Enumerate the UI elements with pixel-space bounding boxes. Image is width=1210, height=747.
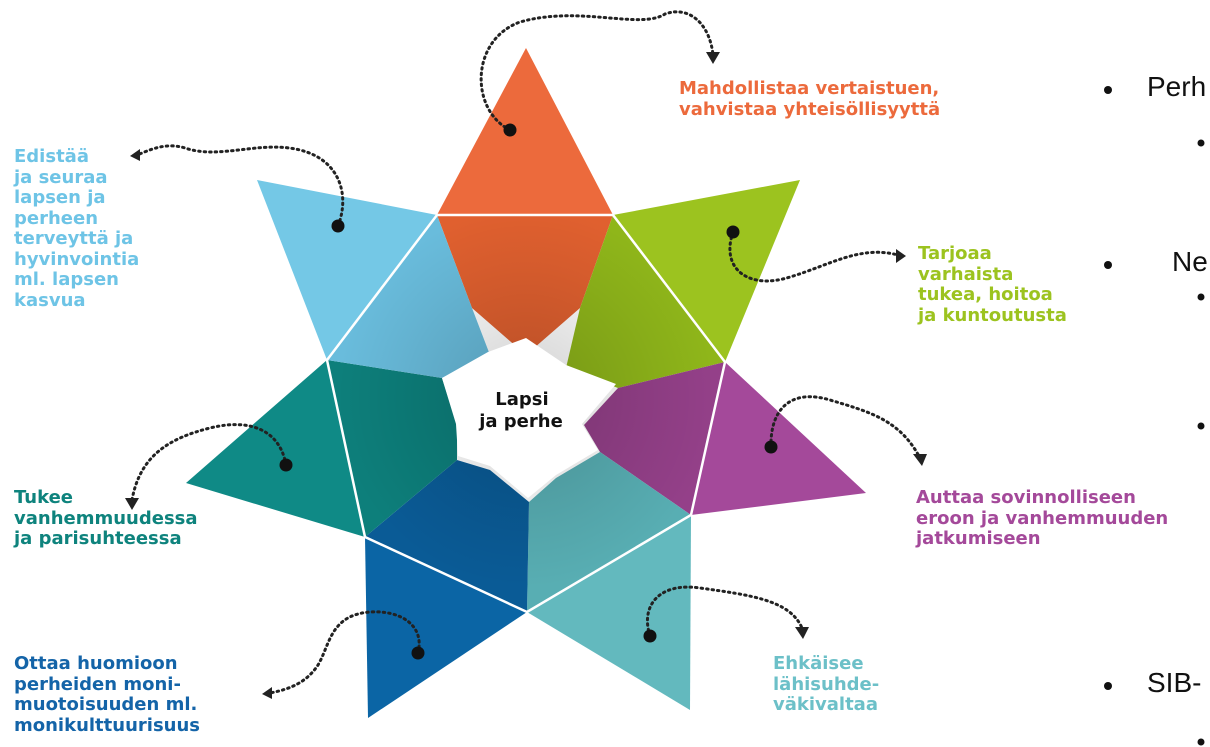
label-top-line: Mahdollistaa vertaistuen, <box>679 78 940 99</box>
label-upper-right-line: ja kuntoutusta <box>918 304 1067 326</box>
center-area <box>442 338 616 498</box>
label-lower-right-line: eroon ja vanhemmuuden <box>916 507 1169 529</box>
bullet-sub-marker-1 <box>1197 139 1205 147</box>
bullet-marker-2 <box>1104 261 1112 269</box>
bullet-sub-marker-4 <box>1197 738 1205 746</box>
arrow-head-top <box>706 52 720 64</box>
label-bottom-right-line: Ehkäisee <box>773 653 864 674</box>
star-point-upper-right <box>613 180 800 362</box>
connector-bottom-right <box>645 585 804 638</box>
star-point-top-shape <box>437 48 613 215</box>
label-lower-right: Auttaa sovinnolliseen eroon ja vanhemmuu… <box>916 487 1169 550</box>
arrow-head-lower-left <box>125 498 139 510</box>
label-upper-left-line: lapsen ja <box>14 187 106 208</box>
star-point-lower-right <box>691 362 866 515</box>
label-lower-right-line: jatkumiseen <box>916 528 1041 549</box>
center-label-line-2: ja perhe <box>478 411 563 432</box>
star-point-bottom-left <box>365 537 527 718</box>
bullet-markers <box>1104 86 1205 746</box>
label-lower-left-line: vanhemmuudessa <box>14 507 198 529</box>
label-bottom-left: Ottaa huomioon perheiden moni- muotoisuu… <box>14 653 201 736</box>
bullet-text-1: Perh <box>1147 71 1207 102</box>
label-upper-left-line: ja seuraa <box>14 166 108 188</box>
label-bottom-right-line: väkivaltaa <box>773 694 878 715</box>
label-upper-right-line: varhaista <box>918 263 1014 285</box>
connector-bottom-left <box>268 610 421 695</box>
label-upper-left-line: ml. lapsen <box>14 269 119 290</box>
dot-upper-right <box>726 225 740 239</box>
label-upper-left: Edistää ja seuraa lapsen ja perheen terv… <box>14 146 140 311</box>
label-top-line: vahvistaa yhteisöllisyyttä <box>679 98 941 120</box>
star-point-bottom-left-shape <box>365 537 527 718</box>
label-upper-right-line: Tarjoaa <box>918 243 992 264</box>
label-bottom-right-line: lähisuhde- <box>773 673 880 695</box>
connector-lower-left <box>130 423 288 502</box>
star-point-bottom-right-shape <box>527 515 691 710</box>
star-point-upper-left-shape <box>257 180 437 360</box>
dot-bottom-left <box>411 646 425 660</box>
center-label-line-1: Lapsi <box>495 389 548 410</box>
connector-dots <box>279 123 778 660</box>
star-point-lower-left <box>186 360 365 537</box>
bullet-marker-3 <box>1104 682 1112 690</box>
label-lower-left-line: Tukee <box>14 487 74 508</box>
bullet-sub-marker-3 <box>1197 422 1205 430</box>
arrow-head-bottom-left <box>262 687 272 699</box>
star-point-upper-left <box>257 180 437 360</box>
bullet-text-3: SIB- <box>1147 667 1202 698</box>
dot-upper-left <box>331 219 345 233</box>
star-point-top <box>437 48 613 215</box>
star-point-upper-right-shape <box>613 180 800 362</box>
label-upper-right-line: tukea, hoitoa <box>918 284 1053 305</box>
label-upper-left-line: perheen <box>14 207 99 229</box>
star-point-bottom-right <box>527 515 691 710</box>
dot-lower-left <box>279 458 293 472</box>
label-upper-left-line: hyvinvointia <box>14 248 140 270</box>
label-lower-left-line: ja parisuhteessa <box>14 528 182 549</box>
bullet-marker-1 <box>1104 86 1112 94</box>
connectors <box>130 10 922 695</box>
label-lower-left: Tukee vanhemmuudessa ja parisuhteessa <box>14 487 198 550</box>
arrow-head-upper-right <box>896 249 906 263</box>
arrow-heads <box>125 52 927 699</box>
label-bottom-right: Ehkäisee lähisuhde- väkivaltaa <box>773 653 880 716</box>
arrow-head-lower-right <box>913 454 927 466</box>
label-bottom-left-line: monikulttuurisuus <box>14 714 201 736</box>
label-bottom-left-line: muotoisuuden ml. <box>14 694 198 715</box>
dot-lower-right <box>764 440 778 454</box>
label-top: Mahdollistaa vertaistuen, vahvistaa yhte… <box>679 78 941 120</box>
label-upper-left-line: terveyttä ja <box>14 228 134 249</box>
arrow-head-upper-left <box>130 149 140 161</box>
star-point-lower-right-shape <box>691 362 866 515</box>
connector-upper-left <box>135 144 345 228</box>
label-bottom-left-line: perheiden moni- <box>14 673 181 695</box>
dot-top <box>503 123 517 137</box>
bullet-sub-marker-2 <box>1197 293 1205 301</box>
label-lower-right-line: Auttaa sovinnolliseen <box>916 487 1136 508</box>
bullet-text-2: Ne <box>1172 246 1208 277</box>
connector-lower-right <box>769 395 922 460</box>
arrow-head-bottom-right <box>795 627 809 639</box>
dot-bottom-right <box>643 629 657 643</box>
label-upper-left-line: Edistää <box>14 146 89 167</box>
label-bottom-left-line: Ottaa huomioon <box>14 653 178 674</box>
label-upper-left-line: kasvua <box>14 289 86 311</box>
connector-top <box>479 10 715 132</box>
star-point-lower-left-shape <box>186 360 365 537</box>
connector-upper-right <box>728 230 900 283</box>
label-upper-right: Tarjoaa varhaista tukea, hoitoa ja kunto… <box>918 243 1067 326</box>
